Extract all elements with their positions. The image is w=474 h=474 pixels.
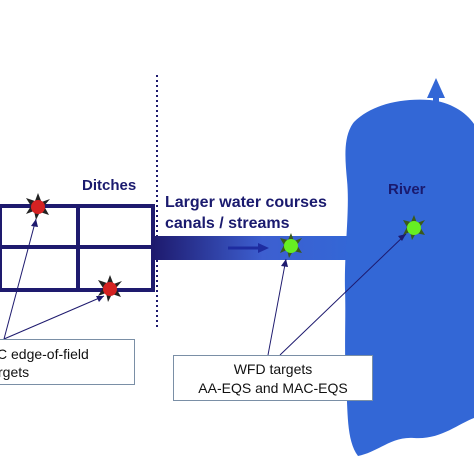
red-star-marker-icon [26,193,50,220]
river-body [344,99,474,456]
river-label: River [388,181,426,198]
edge-of-field-line1: C edge-of-field [0,346,89,362]
red-star-marker-icon [98,275,122,302]
larger-courses-line2: canals / streams [165,215,290,232]
edge-of-field-line2: rgets [0,364,30,380]
pointer-lines [3,218,407,356]
green-star-marker-icon [403,215,425,240]
ditch-grid [0,204,155,292]
edge-of-field-targets-box: C edge-of-field rgets [0,339,135,385]
larger-water-courses-label: Larger water courses canals / streams [165,192,327,234]
wfd-targets-box: WFD targets AA-EQS and MAC-EQS [173,355,373,401]
up-arrow-icon [427,78,445,156]
green-star-marker-icon [280,233,302,258]
ditches-label: Ditches [82,177,137,194]
right-arrow-icon [228,243,269,253]
pointer-arrowheads [31,219,406,302]
larger-courses-line1: Larger water courses [165,194,327,211]
wfd-targets-line1: WFD targets [233,361,313,377]
wfd-targets-line2: AA-EQS and MAC-EQS [198,380,348,396]
